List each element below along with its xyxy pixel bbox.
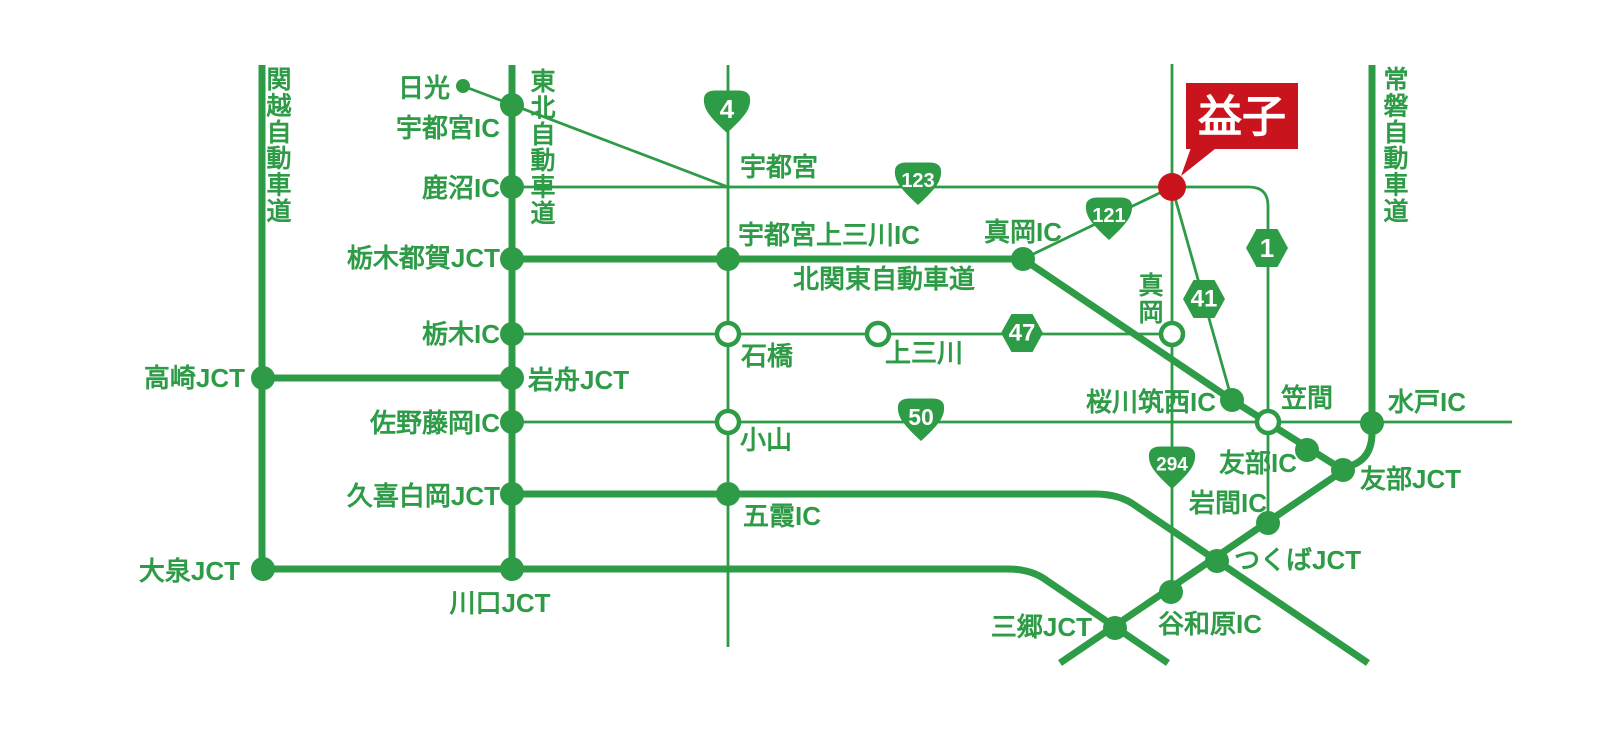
label-misato-jct: 三郷JCT bbox=[991, 612, 1092, 642]
route-294-badge-number: 294 bbox=[1156, 455, 1188, 476]
label-yawara-ic: 谷和原IC bbox=[1158, 609, 1262, 639]
route-121-badge: 121 bbox=[1085, 197, 1133, 240]
route-294-badge: 294 bbox=[1148, 446, 1196, 489]
mito-ic-dot bbox=[1360, 411, 1384, 435]
pref-1-badge: 1 bbox=[1246, 229, 1288, 267]
takasaki-jct-dot bbox=[251, 366, 275, 390]
label-oyama: 小山 bbox=[740, 425, 792, 455]
kanuma-ic-dot bbox=[500, 175, 524, 199]
oizumi-jct-dot bbox=[251, 557, 275, 581]
route-123-badge-number: 123 bbox=[901, 170, 934, 192]
label-kuki-shiraoka-jct: 久喜白岡JCT bbox=[347, 481, 500, 511]
sano-fujioka-ic-dot bbox=[500, 410, 524, 434]
kenodo-expwy-line bbox=[512, 490, 1370, 666]
route-294-badge-shape bbox=[1148, 446, 1196, 489]
destination-dot bbox=[1158, 173, 1186, 201]
label-tsukuba-jct: つくばJCT bbox=[1234, 545, 1361, 575]
label-kanuma-ic: 鹿沼IC bbox=[422, 173, 500, 203]
label-ishibashi: 石橋 bbox=[740, 341, 794, 371]
nikko-dot bbox=[456, 79, 470, 93]
route-123-badge-shape bbox=[894, 162, 942, 205]
iwafune-jct-dot bbox=[500, 366, 524, 390]
label-oizumi-jct: 大泉JCT bbox=[139, 556, 240, 586]
label-iwafune-jct: 岩舟JCT bbox=[527, 365, 629, 395]
label-utsunomiya-kaminokawa-ic: 宇都宮上三川IC bbox=[738, 220, 920, 250]
label-takasaki-jct: 高崎JCT bbox=[144, 363, 245, 393]
utsunomiya-ic-dot bbox=[500, 93, 524, 117]
label-mito-ic: 水戸IC bbox=[1387, 387, 1466, 417]
route-50-badge-shape bbox=[897, 398, 945, 441]
label-kawaguchi-jct: 川口JCT bbox=[449, 588, 550, 618]
destination-bubble-tail bbox=[1181, 145, 1220, 176]
tomobe-jct-dot bbox=[1331, 458, 1355, 482]
pref-47-badge: 47 bbox=[1001, 314, 1043, 352]
label-tochigi-ic: 栃木IC bbox=[422, 319, 500, 349]
label-tomobe-jct: 友部JCT bbox=[1360, 464, 1461, 494]
label-sakuragawa-chikusei-ic: 桜川筑西IC bbox=[1086, 387, 1216, 417]
moka-ic-dot bbox=[1011, 247, 1035, 271]
pref-1-badge-number: 1 bbox=[1260, 233, 1274, 263]
kuki-shiraoka-jct-dot bbox=[500, 482, 524, 506]
destination-label: 益子 bbox=[1197, 93, 1286, 142]
iwama-ic-dot bbox=[1256, 511, 1280, 535]
tochigi-ic-dot bbox=[500, 322, 524, 346]
moka-circle bbox=[1158, 320, 1186, 348]
pref-41-badge-shape bbox=[1183, 280, 1225, 318]
route-4-badge-number: 4 bbox=[720, 94, 735, 124]
destination-marker-mashiko: 益子 bbox=[1158, 83, 1298, 201]
route-121-badge-shape bbox=[1085, 197, 1133, 240]
kitakanto-expwy-line bbox=[512, 255, 1345, 473]
label-tochigi-tsuga-jct: 栃木都賀JCT bbox=[347, 243, 500, 273]
joban-expwy-name: 常磐自動車道 bbox=[1383, 66, 1408, 226]
pref-41-badge-number: 41 bbox=[1191, 286, 1218, 313]
label-nikko: 日光 bbox=[398, 73, 450, 103]
yawara-ic-dot bbox=[1159, 580, 1183, 604]
misato-jct-dot bbox=[1103, 616, 1127, 640]
route-50-badge: 50 bbox=[897, 398, 945, 441]
goka-ic-dot bbox=[716, 482, 740, 506]
sakuragawa-chikusei-ic-dot bbox=[1220, 388, 1244, 412]
utsunomiya-kaminokawa-ic-dot bbox=[716, 247, 740, 271]
tsukuba-jct-dot bbox=[1205, 549, 1229, 573]
label-sano-fujioka-ic: 佐野藤岡IC bbox=[369, 408, 500, 438]
kasama-circle bbox=[1254, 408, 1282, 436]
route123-route1-line bbox=[512, 185, 1270, 523]
moka-city-name: 真岡 bbox=[1138, 272, 1163, 327]
label-tomobe-ic: 友部IC bbox=[1219, 448, 1297, 478]
tohoku-expwy-name: 東北自動車道 bbox=[530, 68, 555, 228]
label-kaminomikawa: 上三川 bbox=[885, 338, 963, 368]
pref-1-badge-shape bbox=[1246, 229, 1288, 267]
route-50-badge-number: 50 bbox=[908, 404, 934, 430]
pref-47-badge-number: 47 bbox=[1009, 320, 1036, 347]
oyama-circle bbox=[714, 408, 742, 436]
label-kitakanto-expwy: 北関東自動車道 bbox=[793, 264, 975, 294]
route-4-badge-shape bbox=[703, 90, 751, 133]
pref-41-badge: 41 bbox=[1183, 280, 1225, 318]
label-utsunomiya: 宇都宮 bbox=[740, 152, 818, 182]
label-utsunomiya-ic: 宇都宮IC bbox=[396, 113, 500, 143]
tomobe-ic-dot bbox=[1295, 438, 1319, 462]
label-moka-ic: 真岡IC bbox=[984, 217, 1062, 247]
kawaguchi-jct-dot bbox=[500, 557, 524, 581]
kanetsu-expwy-name: 関越自動車道 bbox=[265, 66, 292, 226]
label-goka-ic: 五霞IC bbox=[743, 501, 821, 531]
route-121-badge-number: 121 bbox=[1092, 205, 1125, 227]
gaikan-expwy-line bbox=[263, 565, 1170, 666]
label-iwama-ic: 岩間IC bbox=[1188, 488, 1267, 518]
label-kasama: 笠間 bbox=[1280, 383, 1333, 413]
pref-47-badge-shape bbox=[1001, 314, 1043, 352]
kaminomikawa-circle bbox=[864, 320, 892, 348]
route-123-badge: 123 bbox=[894, 162, 942, 205]
ishibashi-circle bbox=[714, 320, 742, 348]
destination-bubble bbox=[1186, 83, 1298, 149]
route-4-badge: 4 bbox=[703, 90, 751, 133]
tochigi-tsuga-jct-dot bbox=[500, 247, 524, 271]
